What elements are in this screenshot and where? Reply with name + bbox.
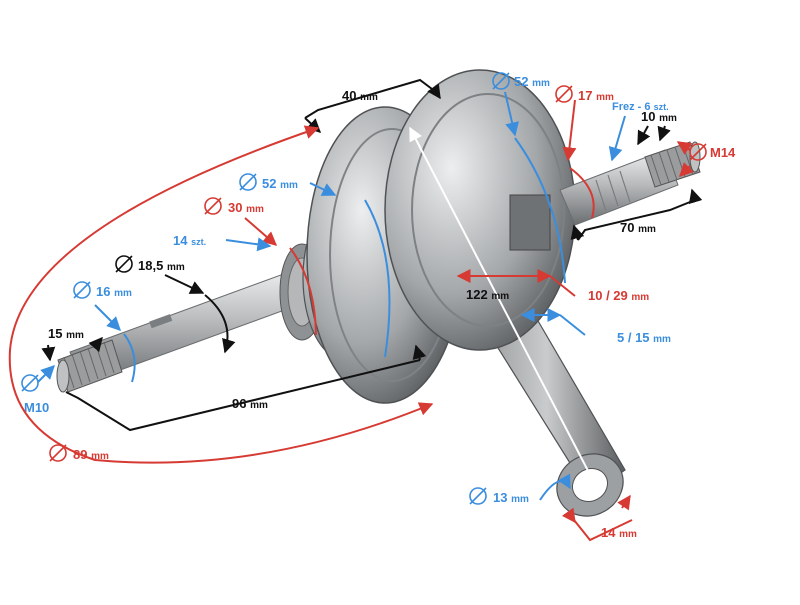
dim-16mm: 16 mm	[73, 281, 136, 383]
svg-text:10 mm: 10 mm	[641, 109, 677, 124]
left-shaft	[56, 267, 313, 393]
diameter-symbol-icon	[49, 444, 67, 462]
diameter-symbol-icon	[204, 197, 222, 215]
label-m10: M10	[24, 400, 49, 415]
label-16: 16	[96, 284, 110, 299]
label-96: 96	[232, 396, 246, 411]
right-flywheel	[384, 69, 576, 351]
label-122: 122	[466, 287, 488, 302]
svg-text:5 / 15 mm: 5 / 15 mm	[617, 330, 671, 345]
label-10: 10	[641, 109, 655, 124]
svg-text:96 mm: 96 mm	[232, 396, 268, 411]
svg-text:70 mm: 70 mm	[620, 220, 656, 235]
diameter-symbol-icon	[21, 374, 39, 392]
label-52-top: 52	[514, 74, 528, 89]
label-18-5: 18,5	[138, 258, 163, 273]
svg-text:13 mm: 13 mm	[493, 490, 529, 505]
svg-text:10 / 29 mm: 10 / 29 mm	[588, 288, 649, 303]
dim-frez: Frez - 6 szt.	[608, 101, 669, 162]
svg-text:52 mm: 52 mm	[514, 74, 550, 89]
label-10-29: 10 / 29	[588, 288, 628, 303]
unit-mm: mm	[360, 92, 378, 103]
dim-m10: M10	[21, 365, 55, 415]
dim-10mm: 10 mm	[637, 109, 677, 146]
svg-text:14 mm: 14 mm	[601, 525, 637, 540]
dim-14szt: 14 szt.	[173, 233, 272, 252]
dim-5-15mm: 5 / 15 mm	[520, 308, 671, 345]
dim-14mm: 14 mm	[561, 494, 637, 542]
label-14mm: 14	[601, 525, 616, 540]
label-frez: Frez - 6	[612, 101, 651, 113]
diameter-symbol-icon	[73, 281, 91, 299]
right-shaft	[559, 141, 701, 226]
dim-89mm: 89 mm	[8, 125, 434, 464]
diameter-symbol-icon	[239, 173, 257, 191]
svg-text:122 mm: 122 mm	[466, 287, 509, 302]
svg-text:30 mm: 30 mm	[228, 200, 264, 215]
svg-text:16 mm: 16 mm	[96, 284, 132, 299]
svg-text:14 szt.: 14 szt.	[173, 233, 206, 248]
label-13: 13	[493, 490, 507, 505]
label-30: 30	[228, 200, 242, 215]
label-89: 89	[73, 447, 87, 462]
svg-text:Frez - 6 szt.: Frez - 6 szt.	[612, 101, 669, 113]
label-52-mid: 52	[262, 176, 276, 191]
diameter-symbol-icon	[469, 487, 487, 505]
label-m14: M14	[710, 145, 736, 160]
label-14szt: 14	[173, 233, 188, 248]
svg-text:52 mm: 52 mm	[262, 176, 298, 191]
dim-18-5mm: 18,5 mm	[115, 255, 236, 354]
label-17: 17	[578, 88, 592, 103]
svg-text:89 mm: 89 mm	[73, 447, 109, 462]
dim-122mm: 122 mm	[409, 126, 599, 492]
dim-10-29mm: 10 / 29 mm	[456, 269, 649, 303]
diameter-symbol-icon	[115, 255, 133, 273]
svg-text:17 mm: 17 mm	[578, 88, 614, 103]
svg-text:18,5 mm: 18,5 mm	[138, 258, 185, 273]
dim-15mm: 15 mm	[41, 326, 103, 362]
label-70: 70	[620, 220, 634, 235]
svg-text:40 mm: 40 mm	[342, 88, 378, 103]
label-5-15: 5 / 15	[617, 330, 650, 345]
svg-text:15 mm: 15 mm	[48, 326, 84, 341]
dim-13mm: 13 mm	[469, 473, 571, 505]
diameter-symbol-icon	[555, 85, 573, 103]
label-40: 40	[342, 88, 356, 103]
dim-m14: M14	[676, 141, 736, 177]
label-15: 15	[48, 326, 62, 341]
